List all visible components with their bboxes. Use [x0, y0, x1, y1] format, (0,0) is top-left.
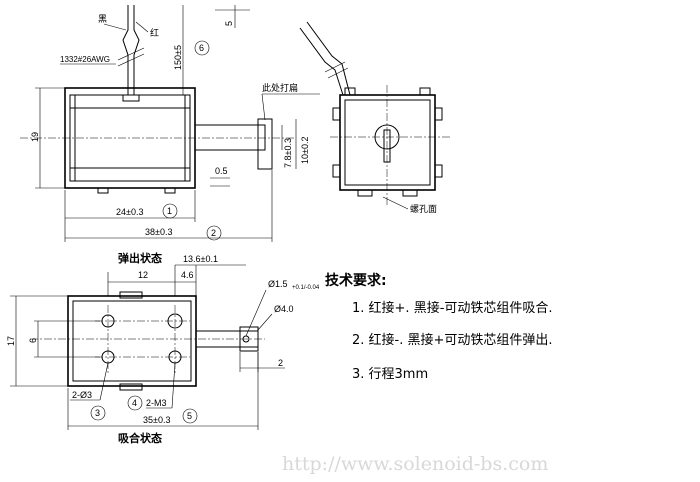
watermark-url: http://www.solenoid-bs.com	[282, 453, 548, 475]
dim-2: 2	[278, 358, 283, 368]
wire-spec-label: 1332#26AWG	[60, 55, 110, 64]
requirement-item-1: 1. 红接+. 黑接-可动铁芯组件吸合.	[352, 300, 553, 316]
callout-3: 3	[95, 408, 100, 418]
dim-10: 10±0.2	[300, 137, 310, 164]
callout-2: 2	[211, 228, 216, 238]
state-out-title: 弹出状态	[118, 251, 162, 265]
dim-4-6: 4.6	[181, 270, 194, 280]
bottom-view: 弹出状态 吸合状态 12 4.6 13.6±0.1 Ø1.5 +0.1/-0.	[6, 251, 320, 445]
bottom-frame	[67, 295, 197, 387]
callout-5: 5	[187, 411, 192, 421]
callout-6-circle	[194, 40, 210, 56]
requirement-item-2: 2. 红接-. 黑接+可动铁芯组件弹出.	[352, 332, 553, 348]
lead-wire-red	[133, 5, 140, 95]
dim-17: 17	[6, 336, 16, 346]
side-view: 螺孔面	[299, 21, 450, 214]
snap-ring-label: 此处打扁	[262, 82, 298, 93]
hole-label-phi3: 2-Ø3	[72, 390, 92, 400]
callout-4: 4	[132, 398, 137, 408]
dim-38: 38±0.3	[145, 227, 172, 237]
dim-12: 12	[138, 270, 148, 280]
dim-13-6: 13.6±0.1	[183, 254, 218, 264]
top-view: 黑 红 1332#26AWG 150±5 6 5	[20, 5, 320, 242]
dim-19: 19	[30, 132, 40, 142]
dim-7-8: 7.8±0.3	[283, 138, 293, 168]
callout-1: 1	[167, 206, 172, 216]
dim-35: 35±0.3	[143, 415, 170, 425]
wire-black-label: 黑	[98, 14, 107, 24]
mount-face-label: 螺孔面	[410, 204, 437, 214]
lead-wire-black	[122, 5, 129, 95]
hole-label-m3: 2-M3	[146, 398, 167, 408]
dim-0-5: 0.5	[215, 166, 228, 176]
dim-phi1-5: Ø1.5	[268, 279, 288, 289]
side-frame	[339, 94, 436, 191]
dim-phi4: Ø4.0	[274, 304, 294, 314]
wire-red-label: 红	[150, 27, 159, 38]
dim-5: 5	[224, 21, 234, 26]
callout-6: 6	[199, 43, 204, 53]
requirement-item-3: 3. 行程3mm	[352, 367, 428, 382]
dim-phi1-5-tol: +0.1/-0.04	[292, 285, 320, 291]
dim-24: 24±0.3	[116, 207, 143, 217]
plunger	[194, 124, 266, 151]
technical-requirements: 技术要求: 1. 红接+. 黑接-可动铁芯组件吸合. 2. 红接-. 黑接+可动…	[325, 272, 553, 382]
state-in-title: 吸合状态	[118, 431, 162, 445]
dim-6: 6	[28, 338, 38, 343]
requirements-title: 技术要求:	[325, 272, 387, 289]
dim-150: 150±5	[173, 45, 183, 70]
